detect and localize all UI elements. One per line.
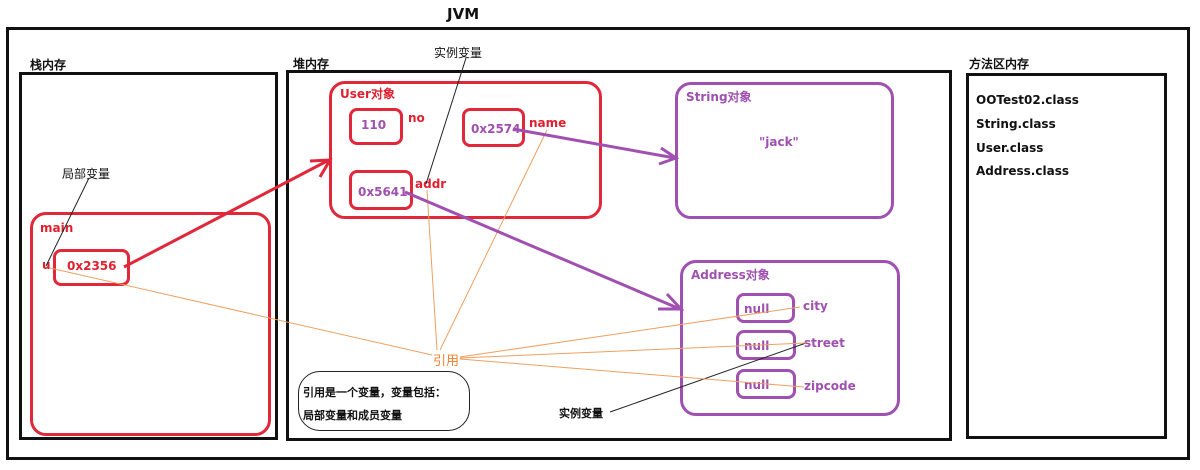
user-addr-label: addr (415, 177, 447, 191)
address-zipcode-label: zipcode (804, 379, 856, 393)
local-variable-pointer-line (45, 177, 90, 267)
reference-line-zipcode (459, 358, 805, 388)
reference-line-name (439, 129, 548, 351)
arrow-addr-to-address (404, 190, 685, 311)
user-no-box (349, 108, 403, 145)
arrow-u-to-user (123, 158, 333, 269)
class-item: String.class (976, 117, 1056, 131)
reference-line-city (459, 306, 801, 358)
user-addr-box (349, 170, 413, 210)
reference-lines (49, 129, 807, 388)
var-u-value: 0x2356 (67, 259, 117, 273)
reference-note-bubble (298, 371, 470, 431)
instance-variable-annotation-bottom: 实例变量 (559, 407, 603, 420)
string-object-label: String对象 (686, 90, 752, 104)
heap-memory-box (286, 70, 952, 441)
address-street-value: null (744, 339, 770, 353)
reference-note-line1: 引用是一个变量，变量包括： (303, 386, 446, 399)
reference-line-street (459, 342, 807, 359)
instance-variable-top-pointer-line (425, 57, 467, 185)
instance-variable-annotation-top: 实例变量 (434, 46, 483, 60)
class-item: User.class (976, 141, 1044, 155)
reference-note-line2: 局部变量和成员变量 (303, 409, 402, 422)
user-name-box (462, 108, 525, 147)
class-item: OOTest02.class (976, 93, 1079, 107)
jvm-frame (6, 27, 1190, 460)
address-zipcode-value: null (744, 378, 770, 392)
reference-line-addr (426, 189, 438, 351)
reference-line-u (49, 267, 433, 356)
var-u-box (53, 249, 130, 286)
stack-label: 栈内存 (30, 58, 67, 72)
address-object (680, 260, 900, 416)
reference-label: 引用 (433, 354, 460, 369)
main-frame (30, 212, 271, 436)
user-addr-value: 0x5641 (358, 185, 408, 199)
jvm-title: JVM (447, 5, 480, 23)
address-street-box (736, 330, 796, 360)
user-object-label: User对象 (340, 87, 395, 101)
user-name-label: name (529, 116, 567, 130)
string-object-value: "jack" (759, 135, 799, 149)
user-name-value: 0x2574 (471, 122, 521, 136)
user-no-value: 110 (361, 118, 387, 132)
class-item: Address.class (976, 164, 1069, 178)
heap-label: 堆内存 (293, 57, 330, 71)
arrow-name-to-string (512, 127, 680, 166)
method-area-label: 方法区内存 (969, 57, 1030, 71)
string-object (675, 82, 894, 219)
method-area-box (966, 73, 1167, 439)
user-no-label: no (408, 111, 425, 125)
address-city-label: city (803, 299, 828, 313)
address-zipcode-box (736, 369, 796, 399)
address-street-label: street (804, 336, 845, 350)
main-frame-label: main (40, 221, 74, 235)
address-object-label: Address对象 (691, 268, 770, 282)
local-variable-annotation: 局部变量 (62, 167, 111, 181)
stack-memory-box (19, 72, 278, 440)
instance-variable-bottom-pointer-line (609, 342, 807, 413)
